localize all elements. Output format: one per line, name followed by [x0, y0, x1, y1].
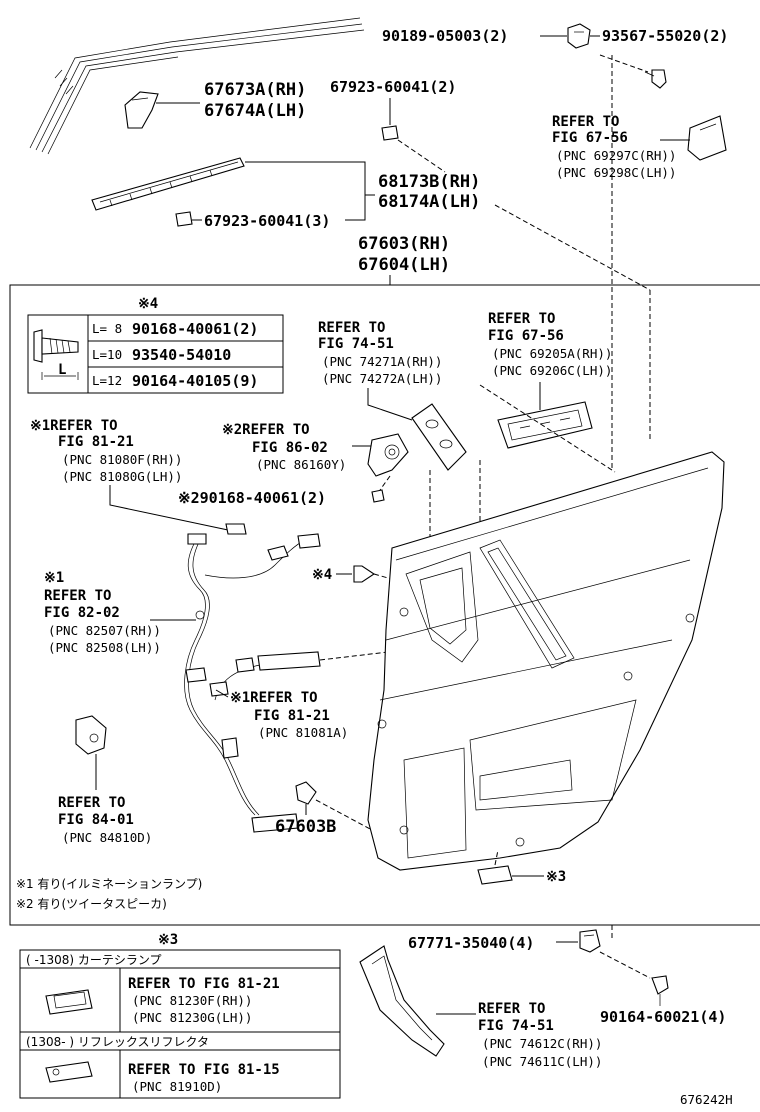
molding-part: [124, 91, 159, 129]
screw-dim-label: L: [58, 362, 66, 378]
r7451-a: REFER TO: [318, 320, 385, 336]
clip-pn-label: 67603B: [275, 817, 336, 837]
screw-row-2-pn: 93540-54010: [132, 346, 231, 364]
br-screw-pn: 90164-60021(4): [600, 1008, 726, 1026]
r8121-d: (PNC 81080G(LH)): [62, 469, 182, 484]
r8121-b: FIG 81-21: [58, 434, 134, 450]
screw-table: L L= 8 90168-40061(2) L=10 93540-54010 L…: [27, 314, 284, 394]
r6756-a: REFER TO: [488, 311, 555, 327]
clip1-part: [381, 125, 399, 141]
mold-lh-label: 67674A(LH): [204, 101, 306, 121]
screw-icon: [33, 329, 79, 380]
r6756-c: (PNC 69205A(RH)): [492, 346, 612, 361]
note-2: ※2 有り(ツイータスピーカ): [16, 897, 167, 911]
r7451-c: (PNC 74271A(RH)): [322, 354, 442, 369]
clip-4-part: [353, 565, 375, 583]
main-assembly-box: [9, 284, 760, 926]
br-ref-b: FIG 74-51: [478, 1018, 554, 1034]
clip2-part: [175, 211, 193, 227]
bottom-table-r2-b: (PNC 81910D): [132, 1079, 222, 1094]
figure-id: 676242H: [680, 1092, 733, 1107]
weatherstrip-part: [91, 157, 245, 211]
screw-row-3-pn: 90164-40105(9): [132, 372, 258, 390]
r6756-d: (PNC 69206C(LH)): [492, 363, 612, 378]
refer1-d: (PNC 69298C(LH)): [556, 165, 676, 180]
r8602-b: FIG 86-02: [252, 440, 328, 456]
br-ref-a: REFER TO: [478, 1001, 545, 1017]
r81081-b: FIG 81-21: [254, 708, 330, 724]
r7451-b: FIG 74-51: [318, 336, 394, 352]
clip-bottom-right-part: [579, 929, 601, 953]
board-rh-label: 67603(RH): [358, 234, 450, 254]
bottom-table-r1-a: REFER TO FIG 81-21: [128, 976, 280, 992]
clip1-pn-label: 67923-60041(2): [330, 78, 456, 96]
bottom-table-r2-a: REFER TO FIG 81-15: [128, 1062, 280, 1078]
screw-part-small: [371, 489, 385, 503]
r8202-c: (PNC 82507(RH)): [48, 623, 161, 638]
screw-row-1-len: L= 8: [92, 321, 122, 336]
board-lh-label: 67604(LH): [358, 255, 450, 275]
screw-table-note: ※4: [138, 296, 158, 312]
screw-a-label: ※290168-40061(2): [178, 489, 326, 507]
mark3-label: ※3: [546, 869, 566, 885]
courtesy-lamp-part: [477, 865, 513, 885]
switch-panel-part: [411, 403, 467, 471]
refer1-a: REFER TO: [552, 114, 619, 130]
mold-rh-label: 67673A(RH): [204, 80, 306, 100]
r6756-b: FIG 67-56: [488, 328, 564, 344]
armrest-cover-part: [359, 945, 445, 1057]
screw-row-2-len: L=10: [92, 347, 122, 362]
screw-bottom-right-part: [651, 975, 669, 1006]
r8202-a: REFER TO: [44, 588, 111, 604]
bottom-table-r1-c: (PNC 81230G(LH)): [132, 1010, 252, 1025]
weather-rh-label: 68173B(RH): [378, 172, 480, 192]
bottom-table: ( -1308) カーテシランプ (1308- ) リフレックスリフレクタ RE…: [19, 949, 341, 1099]
tweeter-part: [367, 433, 409, 477]
refer1-c: (PNC 69297C(RH)): [556, 148, 676, 163]
door-handle-cover-part: [687, 115, 727, 161]
refer1-b: FIG 67-56: [552, 130, 628, 146]
r8602-c: (PNC 86160Y): [256, 457, 346, 472]
wire-harness-part: [184, 533, 321, 833]
lock-actuator-part: [75, 715, 107, 755]
screw-row-1-pn: 90168-40061(2): [132, 320, 258, 338]
r8202-b: FIG 82-02: [44, 605, 120, 621]
br-ref-d: (PNC 74611C(LH)): [482, 1054, 602, 1069]
bottom-table-h2: (1308- ) リフレックスリフレクタ: [26, 1035, 209, 1049]
r8401-b: FIG 84-01: [58, 812, 134, 828]
bottom-table-r1-b: (PNC 81230F(RH)): [132, 993, 252, 1008]
door-frame-outline: [29, 17, 365, 155]
lamp-connector-part: [225, 523, 247, 535]
screw-row-3-len: L=12: [92, 373, 122, 388]
mark4-label: ※4: [312, 567, 332, 583]
r8602-a: ※2REFER TO: [222, 422, 310, 438]
r8401-c: (PNC 84810D): [62, 830, 152, 845]
r8121-c: (PNC 81080F(RH)): [62, 452, 182, 467]
door-trim-board-part: [367, 451, 725, 871]
screw-part-top: [644, 69, 667, 89]
cap-pn-label: 93567-55020(2): [602, 27, 728, 45]
r7451-d: (PNC 74272A(LH)): [322, 371, 442, 386]
bottom-table-h1: ( -1308) カーテシランプ: [26, 953, 162, 967]
inner-handle-part: [497, 401, 593, 449]
nut-part: [567, 23, 591, 49]
bottom-table-title: ※3: [158, 932, 178, 948]
clip2-pn-label: 67923-60041(3): [204, 212, 330, 230]
weather-lh-label: 68174A(LH): [378, 192, 480, 212]
nut-pn-label: 90189-05003(2): [382, 27, 508, 45]
note-1: ※1 有り(イルミネーションランプ): [16, 877, 202, 891]
r8121-a: ※1REFER TO: [30, 418, 118, 434]
r8202-d: (PNC 82508(LH)): [48, 640, 161, 655]
r81081-a: ※1REFER TO: [230, 690, 318, 706]
r8401-a: REFER TO: [58, 795, 125, 811]
br-clip-pn: 67771-35040(4): [408, 934, 534, 952]
r81081-c: (PNC 81081A): [258, 725, 348, 740]
reflector-icon: [45, 1061, 93, 1083]
r8202-n: ※1: [44, 570, 64, 586]
br-ref-c: (PNC 74612C(RH)): [482, 1036, 602, 1051]
clip-67603b-part: [295, 781, 317, 805]
courtesy-lamp-icon: [45, 989, 93, 1015]
